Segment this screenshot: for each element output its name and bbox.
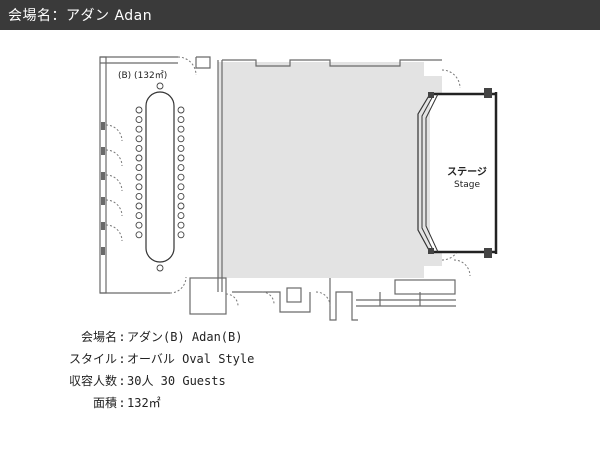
chair	[156, 264, 164, 272]
wall-blocks	[101, 122, 105, 255]
detail-label: 会場名	[80, 330, 117, 344]
chair	[135, 144, 143, 152]
chair	[177, 183, 185, 191]
stage: ステージ Stage	[417, 88, 498, 258]
chair	[177, 154, 185, 162]
chair	[156, 82, 164, 90]
chair	[135, 116, 143, 124]
chair	[135, 221, 143, 229]
detail-separator: :	[118, 374, 126, 388]
stage-label-en: Stage	[454, 180, 480, 190]
chair	[135, 154, 143, 162]
detail-label: 収容人数	[68, 374, 117, 388]
chair	[135, 135, 143, 143]
chair	[177, 202, 185, 210]
venue-title: 会場名：アダン Adan	[8, 8, 153, 24]
chair	[177, 144, 185, 152]
detail-row-area: 面積:132㎡	[0, 392, 600, 414]
chair	[177, 116, 185, 124]
detail-value: オーバル Oval Style	[127, 352, 255, 366]
detail-value: アダン(B) Adan(B)	[127, 330, 243, 344]
chair	[177, 106, 185, 114]
detail-separator: :	[118, 352, 126, 366]
chair	[177, 164, 185, 172]
detail-row-style: スタイル:オーバル Oval Style	[0, 348, 600, 370]
chairs	[135, 82, 185, 272]
chair	[135, 125, 143, 133]
chair	[177, 231, 185, 239]
floor-plan: ステージ Stage (B) (132㎡)	[0, 30, 600, 330]
chair	[135, 202, 143, 210]
chair	[177, 135, 185, 143]
chair	[135, 173, 143, 181]
detail-value: 132㎡	[127, 396, 161, 410]
stage-label-ja: ステージ	[447, 166, 487, 178]
chair	[177, 221, 185, 229]
chair	[135, 106, 143, 114]
detail-separator: :	[118, 330, 126, 344]
detail-label: スタイル	[68, 352, 117, 366]
oval-seating	[135, 82, 185, 272]
chair	[135, 164, 143, 172]
chair	[135, 231, 143, 239]
detail-separator: :	[118, 396, 126, 410]
chair	[177, 125, 185, 133]
chair	[177, 192, 185, 200]
chair	[135, 212, 143, 220]
oval-table	[145, 91, 175, 263]
chair	[135, 183, 143, 191]
header-bar: 会場名：アダン Adan	[0, 0, 600, 30]
adjoining-hall	[218, 62, 424, 278]
floor-plan-drawing: ステージ Stage (B) (132㎡)	[99, 56, 498, 321]
chair	[177, 212, 185, 220]
room-label: (B) (132㎡)	[118, 70, 167, 81]
venue-details: 会場名:アダン(B) Adan(B) スタイル:オーバル Oval Style …	[0, 326, 600, 414]
chair	[135, 192, 143, 200]
detail-row-venue: 会場名:アダン(B) Adan(B)	[0, 326, 600, 348]
detail-row-capacity: 収容人数:30人 30 Guests	[0, 370, 600, 392]
chair	[177, 173, 185, 181]
detail-label: 面積	[92, 396, 117, 410]
detail-value: 30人 30 Guests	[127, 374, 226, 388]
